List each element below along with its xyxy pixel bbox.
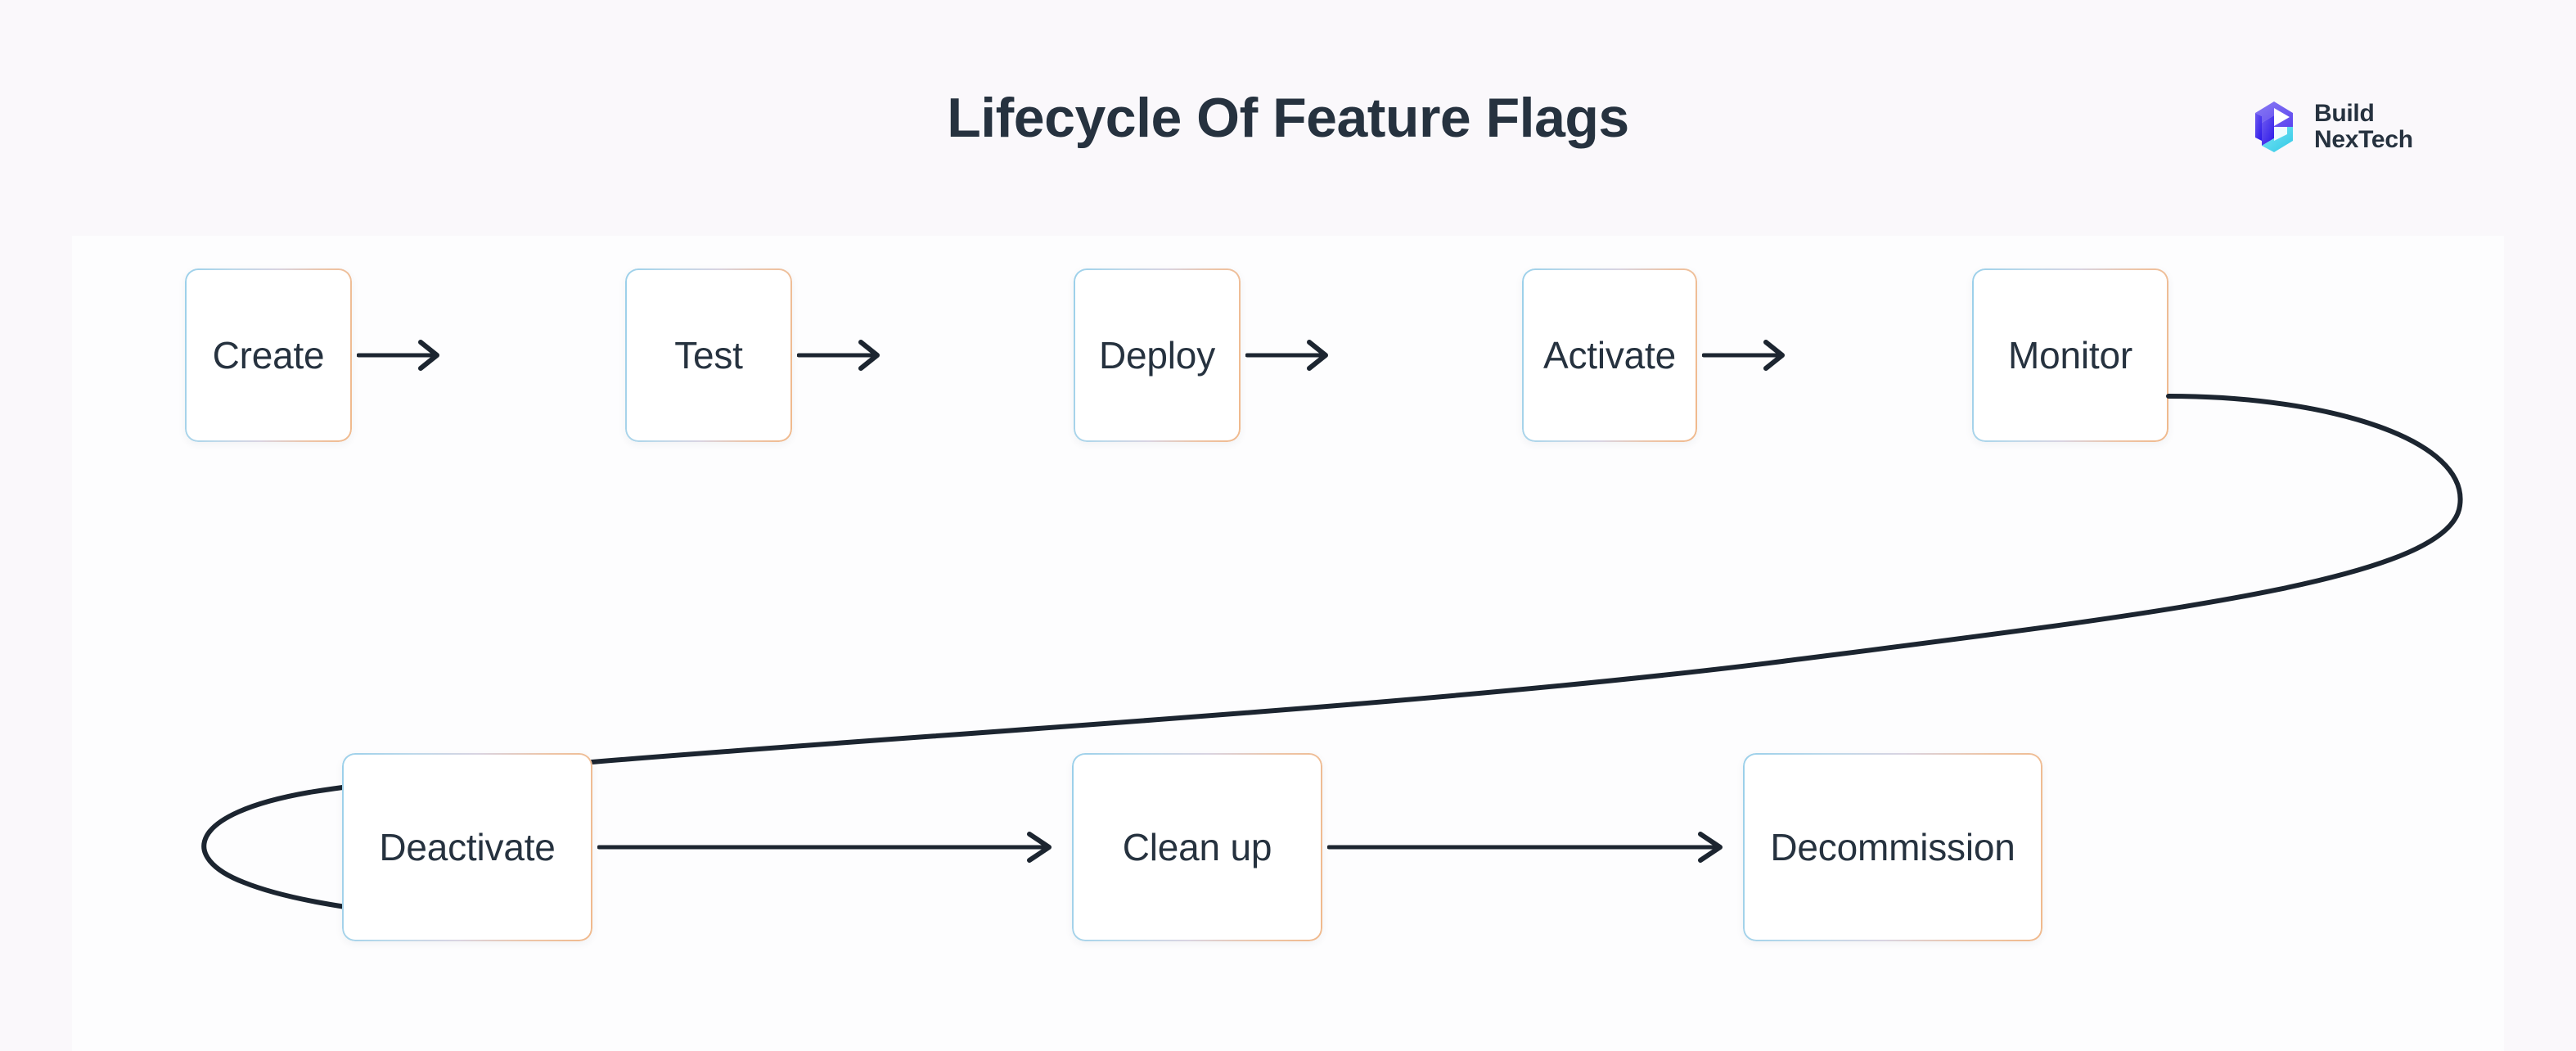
brand-wordmark: Build NexTech — [2314, 101, 2413, 153]
flow-node-label: Monitor — [2008, 334, 2132, 377]
flow-node-label: Activate — [1542, 334, 1677, 377]
flow-node-label: Test — [674, 334, 743, 377]
connector-deactivate-to-cleanup — [597, 832, 1052, 863]
flow-node-create[interactable]: Create — [185, 268, 352, 442]
diagram-panel: Create Test Deploy Activate Monitor Deac… — [72, 236, 2504, 1051]
flow-node-activate[interactable]: Activate — [1522, 268, 1697, 442]
connector-test-to-deploy — [797, 340, 880, 371]
connector-cleanup-to-decommission — [1327, 832, 1723, 863]
page-title: Lifecycle Of Feature Flags — [947, 87, 1629, 149]
brand-name-line2: NexTech — [2314, 126, 2413, 153]
flow-node-label: Deactivate — [379, 826, 556, 868]
buildnextech-hexagon-b-logo-icon — [2255, 101, 2293, 152]
flow-node-decommission[interactable]: Decommission — [1743, 753, 2042, 941]
flow-node-label: Create — [212, 334, 325, 377]
header-bar: Lifecycle Of Feature Flags — [0, 0, 2576, 236]
flow-node-test[interactable]: Test — [625, 268, 792, 442]
flow-node-label: Deploy — [1099, 334, 1215, 377]
connector-create-to-test — [357, 340, 439, 371]
connector-activate-to-monitor — [1702, 340, 1785, 371]
brand-name-line1: Build — [2314, 100, 2375, 128]
flow-node-deactivate[interactable]: Deactivate — [342, 753, 592, 941]
flow-node-label: Decommission — [1770, 826, 2015, 868]
flow-node-monitor[interactable]: Monitor — [1972, 268, 2168, 442]
flow-node-deploy[interactable]: Deploy — [1074, 268, 1241, 442]
connector-deploy-to-activate — [1245, 340, 1328, 371]
flow-node-label: Clean up — [1122, 826, 1272, 868]
flow-node-cleanup[interactable]: Clean up — [1072, 753, 1322, 941]
brand-logo: Build NexTech — [2252, 98, 2413, 156]
